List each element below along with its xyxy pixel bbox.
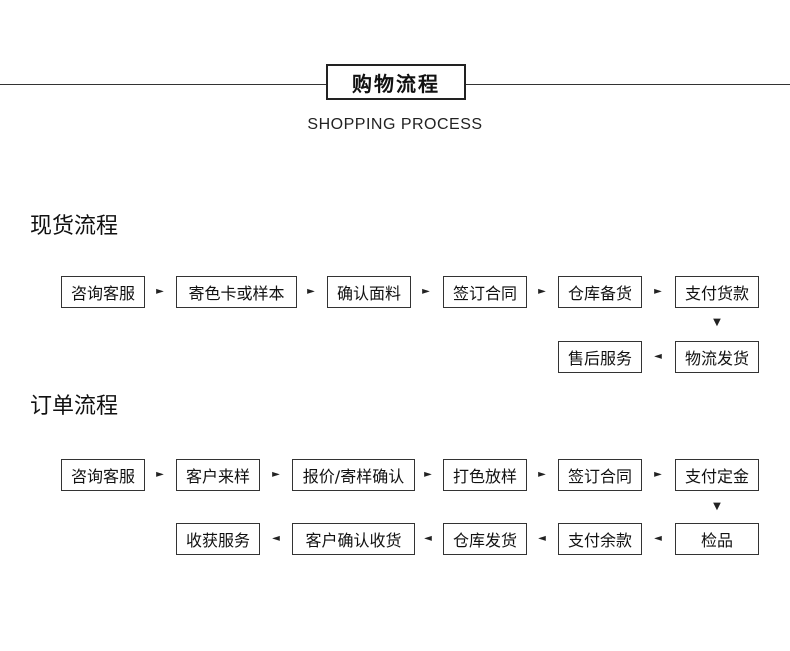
order-step-11: 收获服务 — [176, 523, 260, 555]
stock-step-3: 确认面料 — [327, 276, 411, 308]
arrow-down-icon: ▼ — [713, 317, 721, 328]
order-step-2: 客户来样 — [176, 459, 260, 491]
order-step-8: 支付余款 — [558, 523, 642, 555]
order-step-5: 签订合同 — [558, 459, 642, 491]
stock-step-1: 咨询客服 — [61, 276, 145, 308]
arrow-down-icon: ▼ — [713, 501, 721, 512]
stock-step-6: 支付货款 — [675, 276, 759, 308]
order-step-1: 咨询客服 — [61, 459, 145, 491]
order-step-9: 仓库发货 — [443, 523, 527, 555]
page-subtitle: SHOPPING PROCESS — [307, 116, 483, 133]
arrow-right-icon: ► — [538, 286, 546, 297]
section-title-order: 订单流程 — [30, 394, 119, 419]
stock-step-4: 签订合同 — [443, 276, 527, 308]
header-line-left — [0, 84, 326, 85]
arrow-right-icon: ► — [272, 469, 280, 480]
arrow-right-icon: ► — [538, 469, 546, 480]
arrow-right-icon: ► — [424, 469, 432, 480]
arrow-right-icon: ► — [307, 286, 315, 297]
order-step-7: 检品 — [675, 523, 759, 555]
order-step-6: 支付定金 — [675, 459, 759, 491]
arrow-right-icon: ► — [156, 286, 164, 297]
arrow-right-icon: ► — [654, 469, 662, 480]
arrow-left-icon: ◄ — [272, 533, 280, 544]
order-step-3: 报价/寄样确认 — [292, 459, 415, 491]
arrow-left-icon: ◄ — [654, 351, 662, 362]
stock-step-7: 物流发货 — [675, 341, 759, 373]
page-title: 购物流程 — [326, 64, 466, 100]
section-title-stock: 现货流程 — [30, 214, 119, 239]
arrow-left-icon: ◄ — [538, 533, 546, 544]
arrow-left-icon: ◄ — [424, 533, 432, 544]
arrow-right-icon: ► — [422, 286, 430, 297]
order-step-4: 打色放样 — [443, 459, 527, 491]
arrow-right-icon: ► — [654, 286, 662, 297]
arrow-right-icon: ► — [156, 469, 164, 480]
stock-step-8: 售后服务 — [558, 341, 642, 373]
header-line-right — [466, 84, 790, 85]
order-step-10: 客户确认收货 — [292, 523, 415, 555]
arrow-left-icon: ◄ — [654, 533, 662, 544]
stock-step-5: 仓库备货 — [558, 276, 642, 308]
stock-step-2: 寄色卡或样本 — [176, 276, 297, 308]
